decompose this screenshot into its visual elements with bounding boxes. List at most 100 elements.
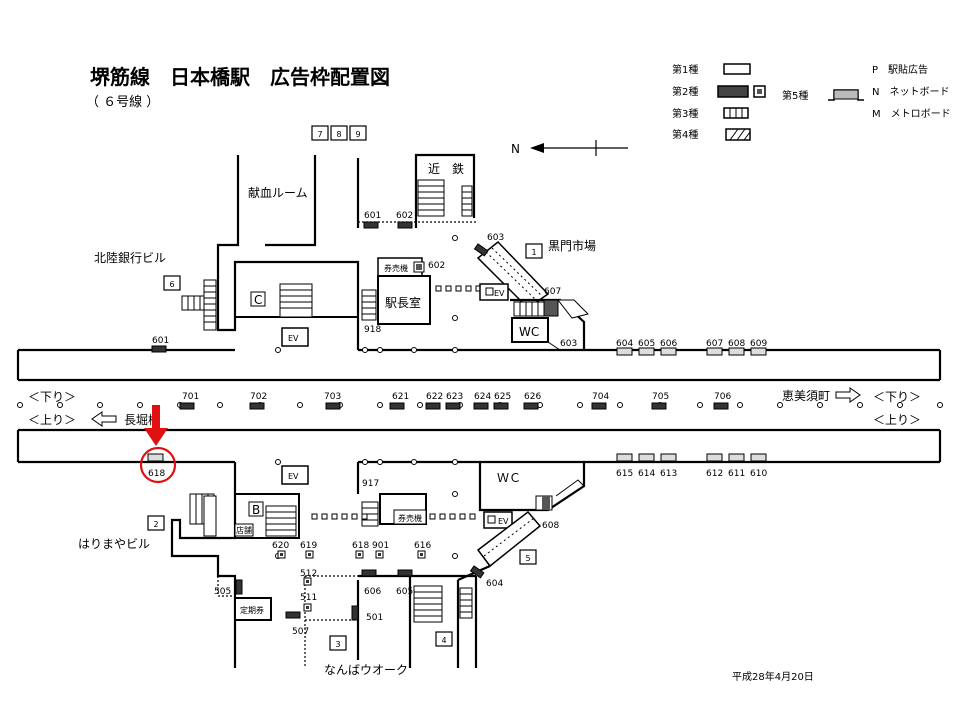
exit-number: 6: [169, 280, 174, 289]
room-c-stairs: [279, 283, 313, 318]
ad-number: 615: [616, 469, 633, 479]
exit-markers: 7 8 9 6 1 2 3 4 5: [147, 125, 543, 651]
ad-slot-607: 607: [544, 287, 561, 297]
ad-slot-625: 625: [493, 392, 511, 410]
ad-slot-507: 507: [285, 611, 309, 637]
ad-slot-612: 612: [706, 453, 723, 479]
wc-south-label: ＷＣ: [497, 471, 521, 485]
wc-north-block: [510, 298, 589, 350]
exit-number: 7: [317, 130, 322, 139]
ad-slot-621: 621: [389, 392, 409, 410]
legend-type2-symbol: [717, 85, 749, 98]
platform-pillar: [417, 402, 423, 408]
page-subtitle: （ ６号線 ）: [86, 94, 159, 110]
ad-number: 620: [272, 541, 289, 551]
platform-pillar: [817, 402, 823, 408]
ticket-gates-south: [311, 513, 476, 520]
exit-number: 2: [153, 520, 158, 529]
ad-slot-619: 619: [300, 541, 317, 559]
concourse-pillar: [275, 459, 281, 465]
ticket-gate: [449, 513, 456, 520]
ad-slot-511: 511: [300, 593, 317, 612]
exit-number: 8: [336, 130, 341, 139]
ad-slot-604: 604: [469, 565, 503, 589]
ad-number: 616: [414, 541, 431, 551]
ad-number: 618: [148, 469, 165, 479]
dir-up-right: ＜上り＞: [873, 413, 921, 427]
concourse-pillar: [452, 459, 458, 465]
ad-slot-601: 601: [363, 211, 381, 229]
ad-number: 606: [364, 587, 381, 597]
ad-slot-505: 505: [214, 579, 243, 597]
ticket-gate: [341, 513, 348, 520]
ev-south: [281, 465, 309, 485]
ad-number: 901: [372, 541, 389, 551]
ticket-gate: [455, 285, 462, 292]
room-b: [234, 493, 300, 539]
ad-number: 702: [250, 392, 267, 402]
exit-number: 3: [335, 640, 340, 649]
exit-1: 1: [525, 243, 543, 259]
room-b-label: B: [252, 503, 260, 517]
place-harimaya: はりまやビル: [78, 537, 150, 551]
platform-pillar: [857, 402, 863, 408]
concourse-pillar: [452, 315, 458, 321]
ad-number: 605: [396, 587, 413, 597]
ad-number: 705: [652, 392, 669, 402]
ad-slot-605: 605: [638, 339, 655, 356]
concourse-pillar: [411, 459, 417, 465]
platform-pillar: [937, 402, 943, 408]
exit-2: 2: [147, 515, 165, 531]
ad-number: 607: [544, 287, 561, 297]
ad-slot-608: 608: [728, 339, 745, 356]
date-label: 平成28年4月20日: [732, 670, 814, 683]
dir-down-right: ＜下り＞: [873, 390, 921, 404]
ad-number: 608: [542, 521, 559, 531]
concourse-markers-north: [275, 235, 458, 353]
ticket-machine-south-label: 券売機: [398, 513, 422, 523]
ticket-gate: [435, 285, 442, 292]
ad-slot-606: 606: [361, 569, 381, 597]
ad-number: 601: [364, 211, 381, 221]
kintetsu-label: 近 鉄: [428, 161, 464, 176]
exit-2-stairs: [189, 493, 217, 537]
ad-slot-606: 606: [660, 339, 677, 356]
south-concourse: B 店舗 EV 券売機 ＷＣ: [170, 462, 586, 668]
dir-down-left: ＜下り＞: [28, 390, 76, 404]
ad-slot-602: 602: [396, 211, 413, 229]
concourse-pillar: [452, 553, 458, 559]
ad-slot-703: 703: [324, 392, 341, 410]
ticket-gates-north: [435, 285, 482, 292]
place-namba: なんばウオーク: [324, 663, 408, 677]
exit-number: 4: [441, 636, 446, 645]
exit-4-stairs: [413, 585, 473, 623]
ad-number: 624: [474, 392, 491, 402]
ad-number: 701: [182, 392, 199, 402]
legend-type1-symbol: [723, 63, 751, 75]
exit-number: 5: [525, 554, 530, 563]
exit-9: 9: [349, 125, 367, 141]
dir-up-left: ＜上り＞: [28, 413, 76, 427]
ticket-gate: [439, 513, 446, 520]
ticket-machine-north-label: 券売機: [384, 263, 408, 273]
ad-number: 613: [660, 469, 677, 479]
ev-north-label: EV: [288, 334, 299, 343]
platform-pillar: [137, 402, 143, 408]
north-label: N: [511, 142, 520, 156]
ticket-gate: [469, 513, 476, 520]
ad-number: 602: [396, 211, 413, 221]
ad-number: 623: [446, 392, 463, 402]
concourse-pillar: [411, 347, 417, 353]
ad-slot-604: 604: [616, 339, 633, 356]
concourse-pillar: [452, 235, 458, 241]
ad-number: 602: [428, 261, 445, 271]
ev-south-2-label: EV: [498, 517, 509, 526]
exit-number: 9: [355, 130, 360, 139]
room-c-marker: [250, 291, 266, 307]
exit-8: 8: [330, 125, 348, 141]
concourse-pillar: [452, 491, 458, 497]
ticket-gate: [331, 513, 338, 520]
place-hokuriku: 北陸銀行ビル: [94, 251, 166, 265]
ad-number: 604: [486, 579, 503, 589]
